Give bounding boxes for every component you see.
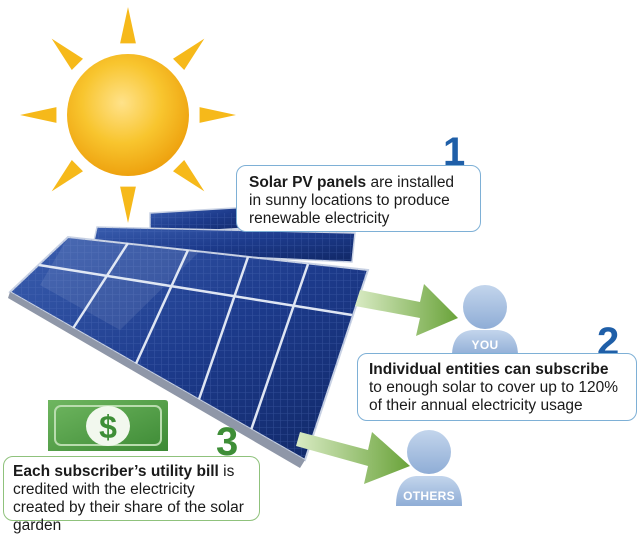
step-2-number: 2 [597,320,620,364]
step-1-bold-text: Solar PV panels [249,174,367,191]
step-1-text: are installed in sunny locations to prod… [249,174,455,227]
you-label: YOU [471,338,499,352]
dollar-sign: $ [99,409,117,445]
you-person-icon [452,285,518,356]
step-3-number: 3 [216,420,239,464]
arrow-to-others [296,432,410,484]
sun-ray [199,107,236,123]
step-3-bold-text: Each subscriber’s utility bill [13,463,219,480]
step-2-bold-text: Individual entities can subscribe [369,361,609,378]
sun-ray [173,38,205,70]
sun-ray [51,38,83,70]
step-1-callout: Solar PV panels are installed in sunny l… [236,165,481,232]
step-2-callout: Individual entities can subscribe to eno… [357,353,637,421]
step-3-text: is credited with the electricity created… [13,463,244,534]
arrow-to-you [355,284,458,336]
sun-ray [120,7,136,44]
sun-ray [120,186,136,223]
step-2-text: to enough solar to cover up to 120% of t… [369,379,619,414]
others-person-icon [396,430,462,506]
step-1-number: 1 [443,130,466,174]
step-3-callout: Each subscriber’s utility bill is credit… [3,456,260,534]
dollar-bill-icon: $ [48,400,168,451]
sun-icon [20,7,236,223]
sun-ray [173,160,205,192]
others-label: OTHERS [403,489,455,503]
sun-ray [51,160,83,192]
sun-ray [20,107,57,123]
solar-panel-array [8,206,370,468]
